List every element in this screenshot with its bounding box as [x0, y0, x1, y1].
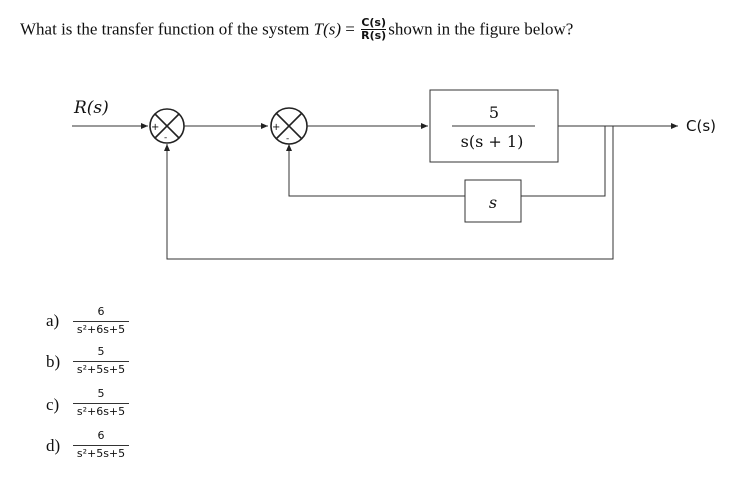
- option-numerator: 6: [97, 305, 105, 318]
- summer2-plus-sign: +: [272, 122, 280, 133]
- option-denominator: s²+5s+5: [73, 361, 129, 377]
- feedback-block: s: [464, 179, 522, 223]
- question-fraction: C(s)R(s): [361, 16, 387, 42]
- option-fraction: 5 s²+6s+5: [73, 387, 129, 419]
- option-letter: d): [46, 436, 61, 455]
- outer-feedback-line: [164, 126, 614, 260]
- question-frac-num: C(s): [361, 16, 387, 30]
- option-letter: b): [46, 352, 61, 371]
- option-fraction: 6 s²+5s+5: [73, 429, 129, 461]
- inner-feedback-line-b: [286, 144, 465, 197]
- question-text: What is the transfer function of the sys…: [20, 16, 574, 43]
- option-denominator: s²+5s+5: [73, 445, 129, 461]
- question-frac-den: R(s): [361, 29, 387, 42]
- inner-feedback-line-a: [521, 126, 606, 197]
- summing-junction-1: + -: [149, 108, 185, 144]
- input-label: R(s): [73, 98, 109, 118]
- plant-block: 5 s(s + 1): [429, 89, 559, 163]
- question-equals: =: [341, 19, 360, 39]
- plant-numerator: 5: [489, 103, 499, 122]
- question-tf: T(s): [313, 19, 342, 39]
- summer2-minus-sign: -: [286, 134, 289, 144]
- question-prefix: What is the transfer function of the sys…: [20, 19, 314, 39]
- summing-junction-2: + -: [270, 107, 308, 145]
- summer1-plus-sign: +: [151, 122, 159, 133]
- option-fraction: 5 s²+5s+5: [73, 345, 129, 377]
- output-label: C(s): [686, 117, 716, 135]
- plant-denominator: s(s + 1): [461, 132, 524, 151]
- option-numerator: 5: [97, 387, 105, 400]
- option-denominator: s²+6s+5: [73, 403, 129, 419]
- option-letter: a): [46, 311, 60, 330]
- option-denominator: s²+6s+5: [73, 321, 129, 337]
- option-numerator: 6: [97, 429, 105, 442]
- feedback-block-label: s: [489, 193, 497, 212]
- summer1-minus-sign: -: [164, 133, 167, 143]
- option-letter: c): [46, 395, 60, 414]
- option-numerator: 5: [97, 345, 105, 358]
- question-suffix: shown in the figure below?: [388, 19, 574, 39]
- option-fraction: 6 s²+6s+5: [73, 305, 129, 337]
